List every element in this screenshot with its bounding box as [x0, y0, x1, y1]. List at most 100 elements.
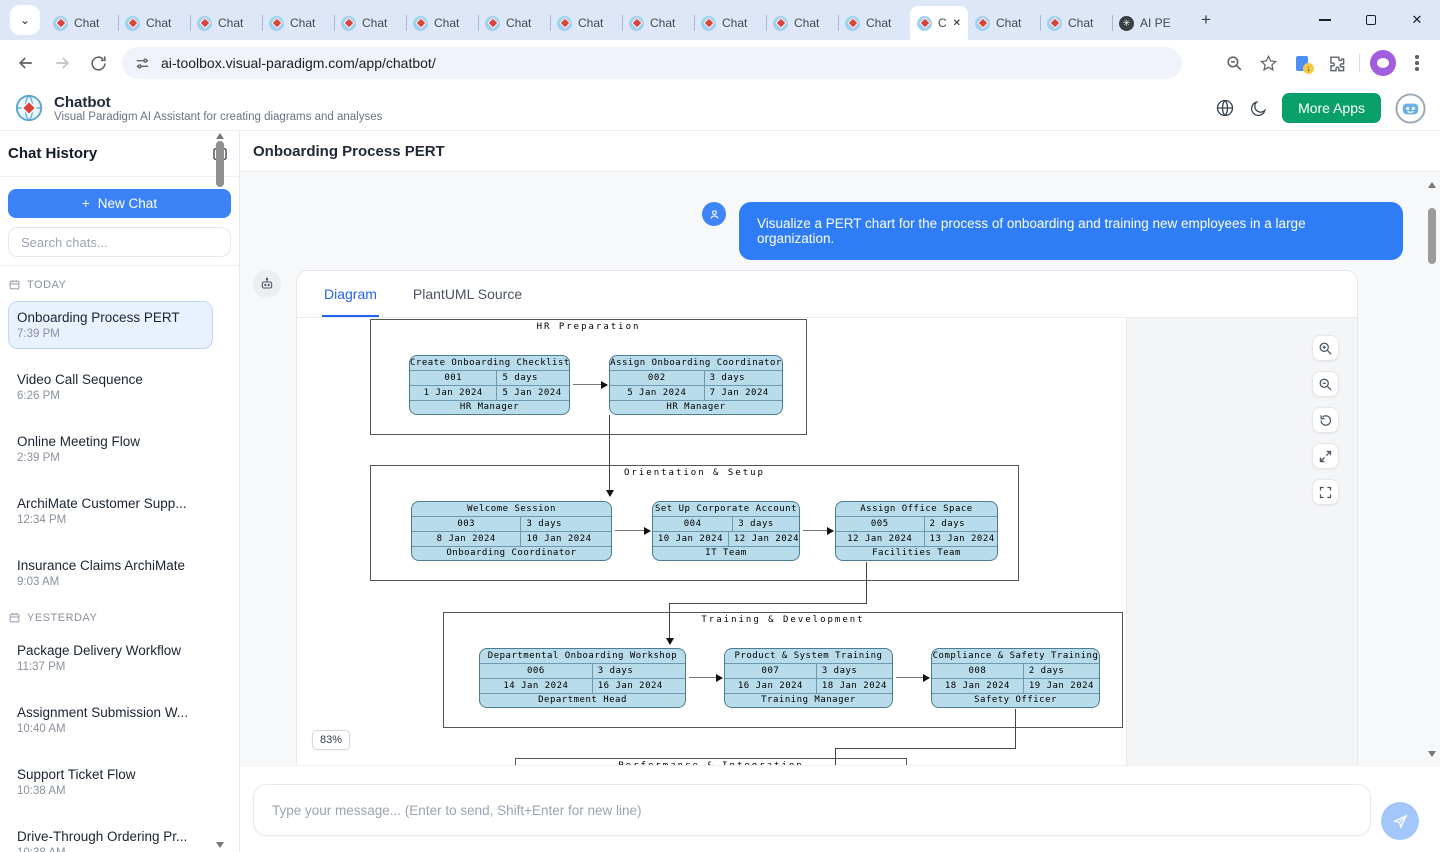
- extensions-puzzle-icon: [1329, 55, 1344, 71]
- browser-tab[interactable]: Chat: [838, 6, 910, 40]
- browser-tab[interactable]: Chat: [46, 6, 118, 40]
- pert-task-owner: Facilities Team: [836, 546, 997, 560]
- minimize-icon: [1319, 19, 1331, 21]
- chat-history-item[interactable]: Assignment Submission W...10:40 AM: [8, 696, 213, 744]
- send-paper-plane-icon: [1392, 814, 1407, 829]
- pert-task-start: 8 Jan 2024: [412, 532, 522, 546]
- browser-tab[interactable]: AI PE: [1112, 6, 1188, 40]
- diagram-expand-button[interactable]: [1312, 443, 1339, 469]
- pert-task-duration: 3 days: [597, 666, 634, 676]
- new-tab-button[interactable]: +: [1192, 6, 1220, 34]
- browser-tab[interactable]: Chat: [190, 6, 262, 40]
- diagram-fullscreen-button[interactable]: [1312, 479, 1339, 505]
- conversation-title: Onboarding Process PERT: [240, 131, 1440, 172]
- back-button[interactable]: [11, 48, 41, 78]
- plus-icon: +: [81, 196, 90, 211]
- window-minimize-button[interactable]: [1302, 0, 1348, 40]
- browser-tab[interactable]: Chat: [1040, 6, 1112, 40]
- reload-button[interactable]: [83, 48, 113, 78]
- tab-diagram[interactable]: Diagram: [322, 286, 379, 317]
- zoom-indicator-button[interactable]: [1219, 48, 1249, 78]
- ai-pe-favicon: [1119, 15, 1134, 31]
- chat-scrollbar[interactable]: [1427, 182, 1437, 757]
- tab-label: Chat: [362, 16, 388, 30]
- bookmark-button[interactable]: [1253, 48, 1283, 78]
- browser-tab[interactable]: Chat: [478, 6, 550, 40]
- chat-item-time: 10:38 AM: [17, 785, 66, 797]
- browser-tab[interactable]: Chat: [622, 6, 694, 40]
- browser-tab[interactable]: Chat: [406, 6, 478, 40]
- chat-item-time: 10:40 AM: [17, 723, 66, 735]
- browser-tab[interactable]: Chat: [694, 6, 766, 40]
- pert-task-title: Create Onboarding Checklist: [410, 358, 570, 368]
- chatbot-badge-icon[interactable]: [1395, 92, 1426, 124]
- new-chat-button[interactable]: + New Chat: [8, 189, 231, 218]
- chat-scrollbar-thumb[interactable]: [1428, 208, 1436, 264]
- browser-tab[interactable]: Chat: [262, 6, 334, 40]
- browser-tab[interactable]: Chat: [118, 6, 190, 40]
- kebab-menu-icon: [1415, 61, 1419, 65]
- tab-label: Chat: [722, 16, 748, 30]
- diagram-zoom-in-button[interactable]: [1312, 335, 1339, 361]
- tab-plantuml-source[interactable]: PlantUML Source: [412, 286, 523, 302]
- chat-item-title: ArchiMate Customer Supp...: [17, 496, 187, 511]
- browser-menu-button[interactable]: [1402, 48, 1432, 78]
- profile-button[interactable]: [1368, 48, 1398, 78]
- pert-task-id: 008: [932, 664, 1024, 678]
- browser-tab[interactable]: Chat: [766, 6, 838, 40]
- send-button[interactable]: [1381, 802, 1419, 840]
- pert-task-title: Assign Onboarding Coordinator: [610, 358, 782, 368]
- language-button[interactable]: [1215, 98, 1235, 118]
- pert-task-duration: 2 days: [929, 519, 966, 529]
- pert-task-id: 004: [653, 517, 734, 531]
- expand-icon: [1319, 450, 1332, 462]
- browser-tab[interactable]: Chat: [334, 6, 406, 40]
- visual-paradigm-favicon: [773, 15, 788, 31]
- theme-toggle-button[interactable]: [1249, 99, 1268, 118]
- window-close-button[interactable]: ✕: [1394, 0, 1440, 40]
- sidebar-scrollbar[interactable]: [215, 133, 225, 848]
- diagram-reset-button[interactable]: [1312, 407, 1339, 433]
- download-button[interactable]: ↓: [1287, 48, 1317, 78]
- profile-avatar: [1370, 50, 1396, 76]
- forward-button[interactable]: [47, 48, 77, 78]
- pert-task-title: Assign Office Space: [860, 504, 973, 514]
- diagram-zoom-out-button[interactable]: [1312, 371, 1339, 397]
- visual-paradigm-favicon: [1047, 15, 1062, 31]
- pert-task-title: Compliance & Safety Training: [932, 651, 1099, 661]
- scroll-down-icon[interactable]: [1428, 751, 1436, 757]
- pert-group-label: Performance & Integration: [516, 761, 906, 765]
- browser-tab-active[interactable]: C✕: [910, 6, 968, 40]
- visual-paradigm-favicon: [975, 15, 990, 31]
- chat-history-item[interactable]: ArchiMate Customer Supp...12:34 PM: [8, 487, 213, 535]
- scroll-up-icon[interactable]: [216, 133, 224, 139]
- scroll-up-icon[interactable]: [1428, 182, 1436, 188]
- tab-close-icon[interactable]: ✕: [952, 17, 961, 29]
- pert-task-start: 16 Jan 2024: [725, 679, 817, 693]
- more-apps-button[interactable]: More Apps: [1282, 93, 1381, 123]
- chevron-down-icon: ⌄: [19, 13, 31, 27]
- window-maximize-button[interactable]: [1348, 0, 1394, 40]
- search-chats-input[interactable]: [8, 227, 231, 257]
- visual-paradigm-favicon: [413, 15, 428, 31]
- tab-search-button[interactable]: ⌄: [10, 5, 40, 35]
- sidebar-scrollbar-thumb[interactable]: [216, 141, 224, 187]
- extensions-button[interactable]: [1321, 48, 1351, 78]
- browser-tab[interactable]: Chat: [968, 6, 1040, 40]
- pert-connector: [835, 749, 836, 765]
- address-bar[interactable]: ai-toolbox.visual-paradigm.com/app/chatb…: [122, 47, 1182, 79]
- chat-history-item[interactable]: Drive-Through Ordering Pr...10:38 AM: [8, 820, 213, 852]
- browser-tab[interactable]: Chat: [550, 6, 622, 40]
- pert-task-title: Product & System Training: [734, 651, 883, 661]
- pert-task-end: 7 Jan 2024: [709, 388, 769, 398]
- scroll-down-icon[interactable]: [216, 842, 224, 848]
- message-input[interactable]: [253, 784, 1371, 836]
